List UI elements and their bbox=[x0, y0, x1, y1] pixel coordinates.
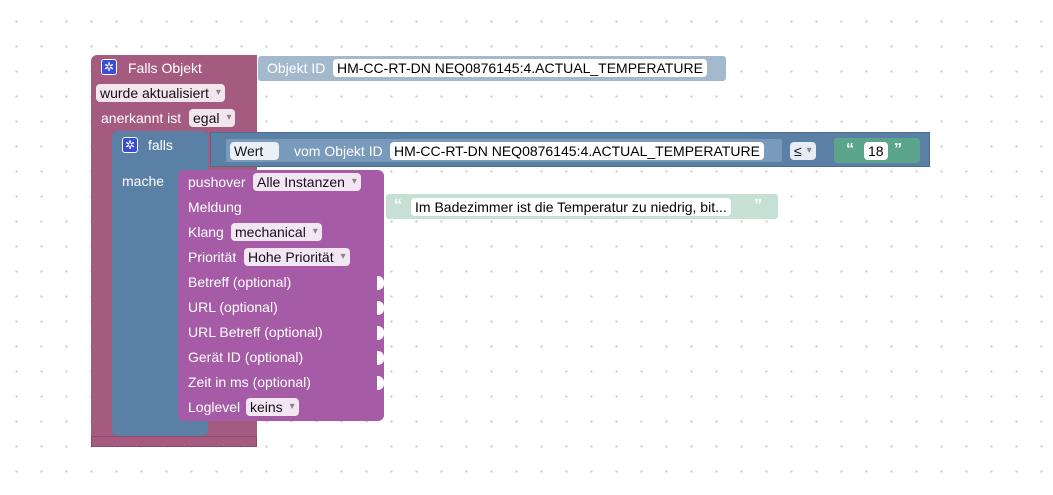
message-field[interactable]: Im Badezimmer ist die Temperatur zu nied… bbox=[411, 198, 731, 216]
if-label: falls bbox=[148, 137, 173, 153]
loglevel-label: Loglevel bbox=[188, 399, 241, 415]
ack-label: anerkannt ist bbox=[101, 110, 182, 126]
operator-dropdown[interactable]: ≤ bbox=[790, 142, 816, 160]
ack-dropdown[interactable]: egal bbox=[189, 109, 236, 127]
input-socket[interactable] bbox=[377, 326, 384, 340]
pushover-block[interactable] bbox=[178, 170, 384, 421]
do-label: mache bbox=[122, 173, 165, 189]
meldung-label: Meldung bbox=[188, 199, 242, 215]
klang-label: Klang bbox=[188, 224, 224, 240]
quote-close-icon: ” bbox=[894, 141, 902, 158]
url-label: URL (optional) bbox=[188, 299, 278, 315]
input-socket[interactable] bbox=[377, 351, 384, 365]
quote-open-icon: “ bbox=[846, 141, 854, 158]
vom-objekt-field[interactable]: HM-CC-RT-DN NEQ0876145:4.ACTUAL_TEMPERAT… bbox=[390, 142, 764, 160]
vom-objekt-label: vom Objekt ID bbox=[294, 143, 383, 159]
event-dropdown[interactable]: wurde aktualisiert bbox=[96, 84, 225, 102]
gear-icon[interactable]: ✲ bbox=[122, 137, 138, 153]
trigger-title: Falls Objekt bbox=[128, 60, 202, 76]
instance-dropdown[interactable]: Alle Instanzen bbox=[253, 173, 361, 191]
input-socket[interactable] bbox=[377, 276, 384, 290]
betreff-label: Betreff (optional) bbox=[188, 274, 292, 290]
quote-open-icon: “ bbox=[394, 197, 402, 214]
objekt-id-label: Objekt ID bbox=[267, 60, 326, 76]
input-socket[interactable] bbox=[377, 376, 384, 390]
url-betreff-label: URL Betreff (optional) bbox=[188, 324, 323, 340]
objekt-id-field[interactable]: HM-CC-RT-DN NEQ0876145:4.ACTUAL_TEMPERAT… bbox=[333, 59, 707, 77]
zeit-label: Zeit in ms (optional) bbox=[188, 374, 311, 390]
wert-dropdown[interactable]: Wert bbox=[230, 142, 280, 160]
number-field[interactable]: 18 bbox=[864, 142, 888, 160]
klang-dropdown[interactable]: mechanical bbox=[231, 223, 322, 241]
prio-dropdown[interactable]: Hohe Priorität bbox=[244, 248, 350, 266]
geraet-label: Gerät ID (optional) bbox=[188, 349, 304, 365]
input-socket[interactable] bbox=[377, 301, 384, 315]
pushover-title: pushover bbox=[188, 174, 246, 190]
trigger-block-footer bbox=[91, 436, 257, 447]
quote-close-icon: ” bbox=[754, 197, 762, 214]
loglevel-dropdown[interactable]: keins bbox=[246, 398, 299, 416]
gear-icon[interactable]: ✲ bbox=[101, 59, 117, 75]
prio-label: Priorität bbox=[188, 249, 237, 265]
